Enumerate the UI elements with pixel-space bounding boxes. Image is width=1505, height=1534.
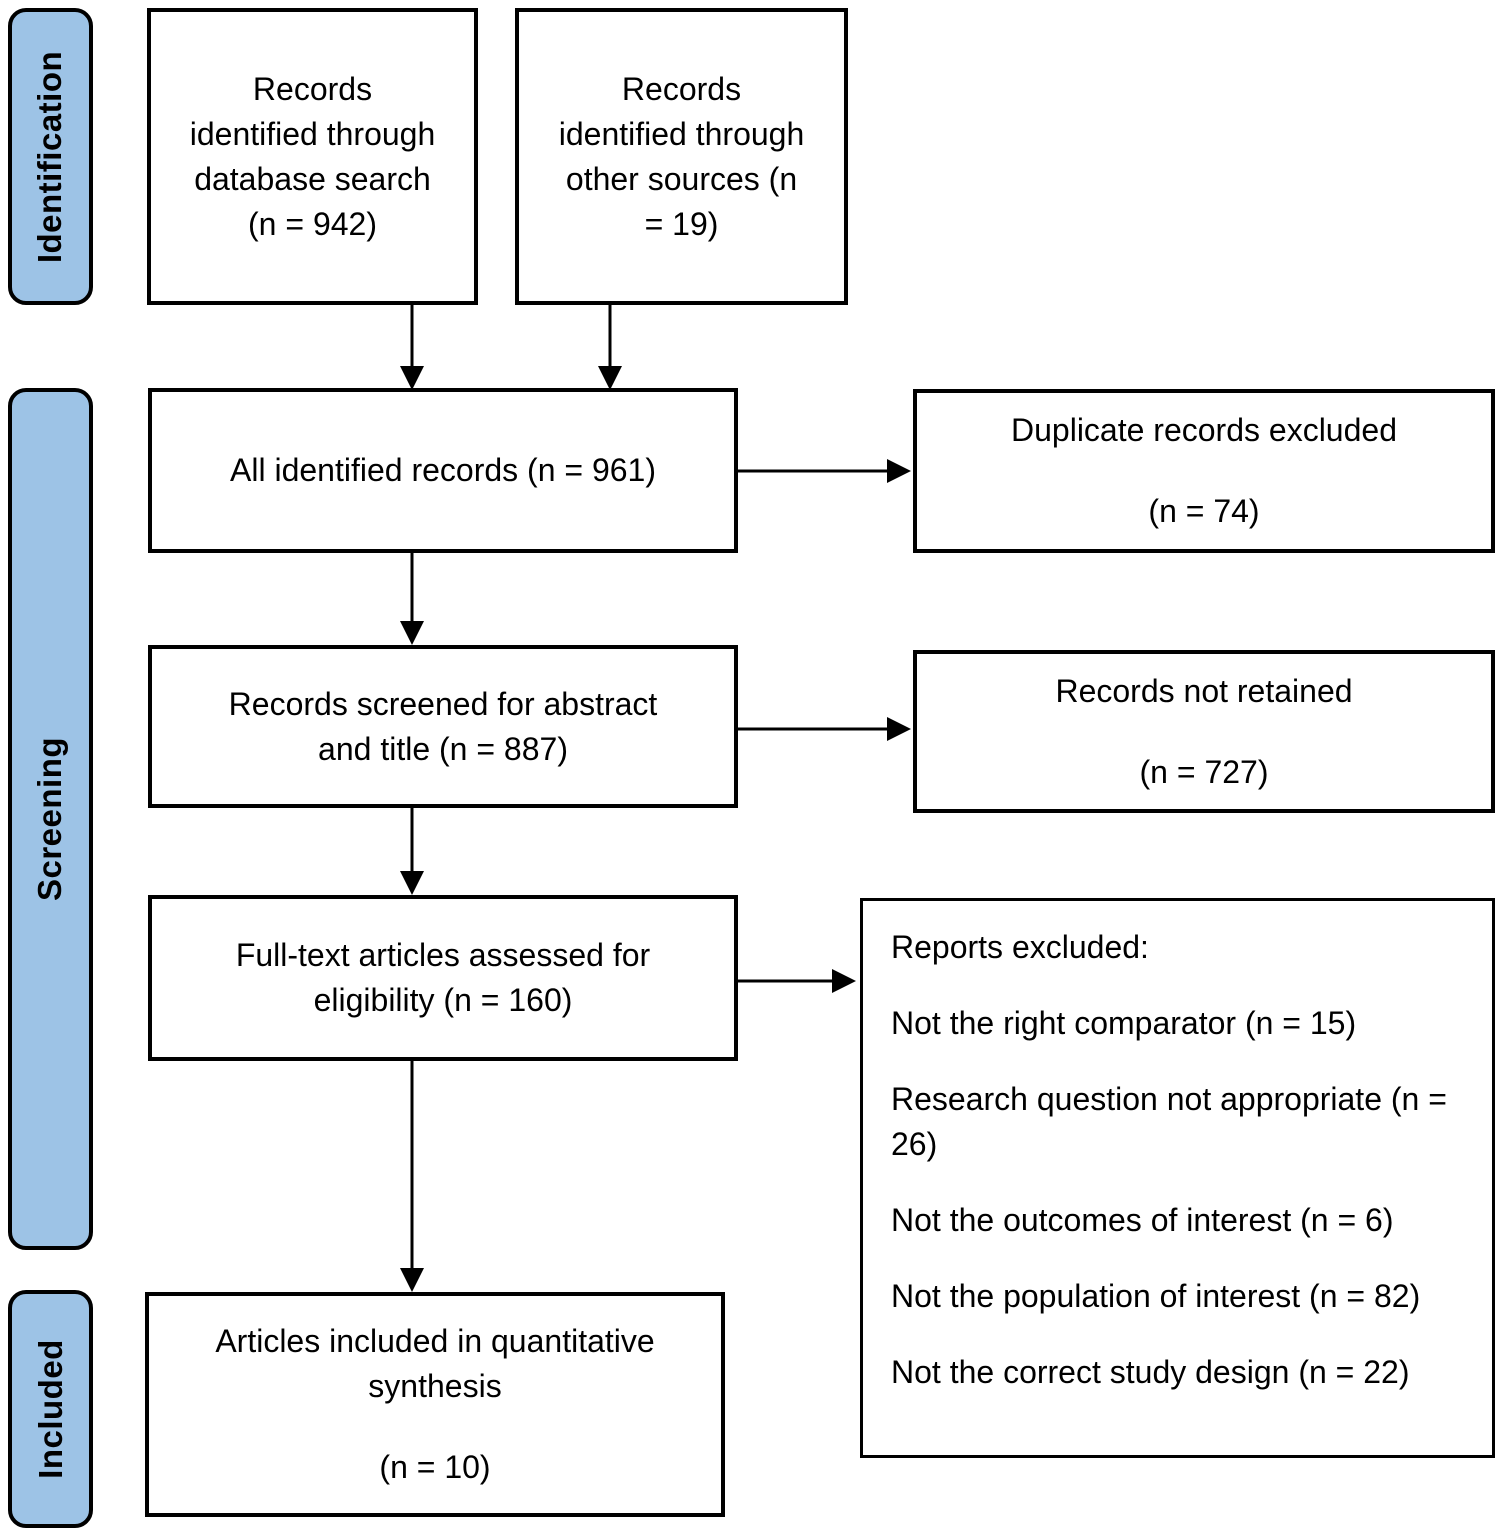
box-records-other-sources: Records identified through other sources… xyxy=(515,8,848,305)
arrow-other-sources-to-all-records xyxy=(598,305,622,390)
box-text-line: (n = 942) xyxy=(248,205,377,242)
box-all-identified-records: All identified records (n = 961) xyxy=(148,388,738,553)
stage-label-identification-text: Identification xyxy=(31,50,69,263)
arrow-all-records-to-screened xyxy=(400,553,424,645)
excluded-reason: Not the outcomes of interest (n = 6) xyxy=(891,1202,1394,1238)
box-text-line: Records xyxy=(252,70,373,107)
box-text-line: Records screened for abstract xyxy=(228,685,658,722)
reports-excluded-title: Reports excluded: xyxy=(891,929,1149,965)
box-text-line: Articles included in quantitative xyxy=(215,1323,655,1359)
box-text-line: database search xyxy=(194,160,431,197)
box-duplicate-records-excluded: Duplicate records excluded (n = 74) xyxy=(913,389,1495,553)
stage-label-screening-text: Screening xyxy=(31,736,69,902)
box-text-line: (n = 727) xyxy=(1139,753,1269,790)
box-records-screened: Records screened for abstract and title … xyxy=(148,645,738,808)
box-text-line: eligibility (n = 160) xyxy=(313,982,573,1018)
box-records-database-search: Records identified through database sear… xyxy=(147,8,478,305)
arrow-screened-to-fulltext xyxy=(400,808,424,895)
box-fulltext-assessed: Full-text articles assessed for eligibil… xyxy=(148,895,738,1061)
box-text-line: other sources (n xyxy=(565,160,798,197)
box-text-line: synthesis xyxy=(368,1368,502,1404)
box-articles-included: Articles included in quantitative synthe… xyxy=(145,1292,725,1517)
box-records-not-retained: Records not retained (n = 727) xyxy=(913,650,1495,813)
stage-label-included: Included xyxy=(8,1290,93,1528)
arrow-db-search-to-all-records xyxy=(400,305,424,390)
box-text-line: = 19) xyxy=(644,205,719,242)
box-text-line: Full-text articles assessed for xyxy=(235,937,651,973)
excluded-reason: Not the population of interest (n = 82) xyxy=(891,1278,1421,1314)
box-reports-excluded: Reports excluded: Not the right comparat… xyxy=(860,898,1495,1458)
arrow-fulltext-to-included xyxy=(400,1061,424,1292)
excluded-reason: Research question not appropriate (n = 2… xyxy=(891,1081,1447,1162)
excluded-reason: Not the right comparator (n = 15) xyxy=(891,1005,1357,1041)
stage-label-included-text: Included xyxy=(31,1339,69,1479)
box-text-line: All identified records (n = 961) xyxy=(230,452,656,488)
arrow-fulltext-to-reports-excluded xyxy=(738,969,856,993)
box-text-line: identified through xyxy=(558,115,805,152)
box-text-line: and title (n = 887) xyxy=(318,730,568,767)
box-text-line: Duplicate records excluded xyxy=(1011,412,1397,448)
box-text-line: Records xyxy=(621,70,742,107)
arrow-all-records-to-duplicates xyxy=(738,459,911,483)
box-text-line: (n = 10) xyxy=(379,1449,491,1485)
box-text-line: identified through xyxy=(189,115,436,152)
box-text-line: Records not retained xyxy=(1055,672,1353,709)
arrow-screened-to-not-retained xyxy=(738,717,911,741)
box-text-line: (n = 74) xyxy=(1148,493,1260,529)
excluded-reason: Not the correct study design (n = 22) xyxy=(891,1354,1410,1390)
stage-label-screening: Screening xyxy=(8,388,93,1250)
stage-label-identification: Identification xyxy=(8,8,93,305)
